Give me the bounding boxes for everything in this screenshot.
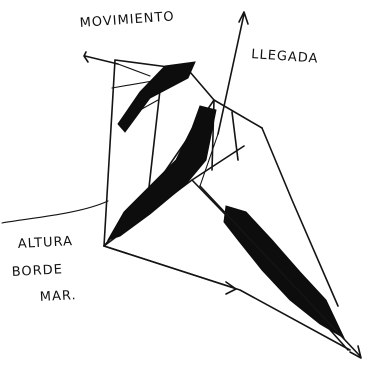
shaded-faces: [108, 62, 344, 338]
label-mar: MAR.: [39, 288, 77, 305]
label-llegada: LLEGADA: [251, 47, 319, 67]
label-borde: BORDE: [11, 262, 63, 280]
label-altura: ALTURA: [17, 234, 73, 252]
height-leader-line: [2, 201, 108, 223]
label-movimiento: MOVIMIENTO: [79, 9, 175, 31]
lower-arrow: [104, 246, 236, 294]
diagonal-arrow: [200, 186, 361, 358]
